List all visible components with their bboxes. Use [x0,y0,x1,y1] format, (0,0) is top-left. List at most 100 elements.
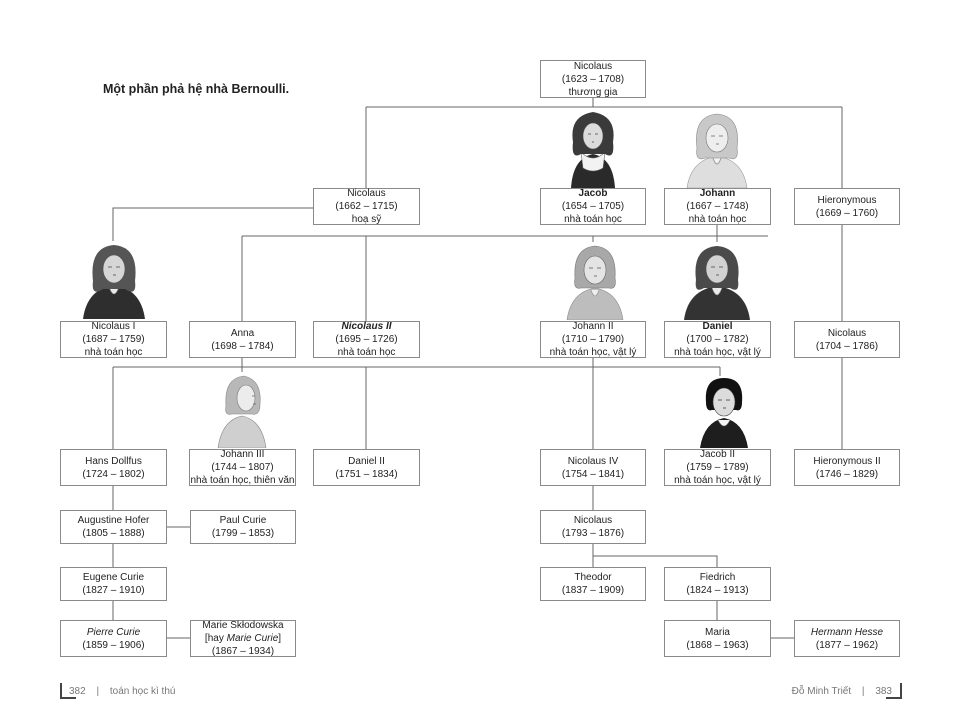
node-nicolaus-1793: Nicolaus (1793 – 1876) [540,510,646,544]
jacob-portrait [567,108,619,188]
node-jacob: Jacob (1654 – 1705) nhà toán học [540,188,646,225]
node-johann-ii: Johann II (1710 – 1790) nhà toán học, vậ… [540,321,646,358]
person-years: (1824 – 1913) [686,585,749,596]
node-marie-sklodowska: Marie Skłodowska [hay Marie Curie] (1867… [190,620,296,657]
node-nicolaus-1704: Nicolaus (1704 – 1786) [794,321,900,358]
node-johann-iii: Johann III (1744 – 1807) nhà toán học, t… [189,449,296,486]
footer-right: Đỗ Minh Triết | 383 [791,686,892,697]
person-years: (1669 – 1760) [815,207,879,219]
person-name: Johann II [572,321,614,332]
person-name: Nicolaus II [341,321,392,332]
person-years: (1746 – 1829) [815,468,879,480]
person-name: Nicolaus [827,327,867,339]
person-role: hoạ sỹ [351,214,382,225]
person-years: (1754 – 1841) [561,468,625,480]
node-pierre-curie: Pierre Curie (1859 – 1906) [60,620,167,657]
footer-left: 382 | toán học kì thú [69,686,176,697]
book-title: toán học kì thú [109,686,176,697]
person-years: (1827 – 1910) [82,585,145,596]
person-name: Maria [704,626,730,638]
person-name: Johann III [220,449,265,460]
person-role: nhà toán học, vật lý [549,347,637,358]
person-role: nhà toán học, vật lý [674,347,761,358]
person-name: Jacob II [699,449,736,460]
node-fiedrich: Fiedrich (1824 – 1913) [664,567,771,601]
page-number-left: 382 [69,686,86,697]
person-role: nhà toán học, thiên văn [190,475,295,486]
person-name: Nicolaus [347,188,386,199]
alias-name: Marie Curie [226,633,279,644]
node-hieronymous: Hieronymous (1669 – 1760) [794,188,900,225]
node-anna: Anna (1698 – 1784) [189,321,296,358]
person-years: (1744 – 1807) [211,462,274,473]
connector [593,555,718,567]
person-name: Hermann Hesse [810,626,884,638]
johann-ii-portrait [565,242,625,320]
node-maria: Maria (1868 – 1963) [664,620,771,657]
person-role: nhà toán học [688,214,747,225]
page-title: Một phần phả hệ nhà Bernoulli. [103,82,290,96]
node-nicolaus-1662: Nicolaus (1662 – 1715) hoạ sỹ [313,188,420,225]
person-role: nhà toán học [337,347,396,358]
person-role: nhà toán học, vật lý [674,475,761,486]
person-years: (1623 – 1708) [561,73,625,85]
person-years: (1700 – 1782) [686,334,749,345]
person-years: (1793 – 1876) [561,528,625,539]
footer-corner-right [886,683,902,699]
person-years: (1695 – 1726) [335,334,398,345]
person-years: (1867 – 1934) [211,646,275,657]
person-years: (1759 – 1789) [686,462,749,473]
node-eugene-curie: Eugene Curie (1827 – 1910) [60,567,167,601]
person-name: Hans Dollfus [85,455,142,467]
person-years: (1805 – 1888) [82,528,145,539]
person-name: Paul Curie [219,515,267,526]
person-name: Anna [230,327,255,339]
person-name: Daniel II [348,455,385,467]
node-augustine-hofer: Augustine Hofer (1805 – 1888) [60,510,167,544]
person-name: Nicolaus [573,60,613,72]
person-name: Hieronymous II [813,455,881,467]
person-years: (1868 – 1963) [686,639,749,651]
person-name: Nicolaus I [91,321,136,332]
node-nicolaus-1623: Nicolaus (1623 – 1708) thương gia [540,60,646,98]
node-johann: Johann (1667 – 1748) nhà toán học [664,188,771,225]
node-nicolaus-ii: Nicolaus II (1695 – 1726) nhà toán học [313,321,420,358]
person-years: (1724 – 1802) [82,468,145,480]
person-years: (1667 – 1748) [686,201,749,212]
person-name: Eugene Curie [82,572,145,583]
node-hermann-hesse: Hermann Hesse (1877 – 1962) [794,620,900,657]
person-name: Pierre Curie [86,626,141,638]
node-theodor: Theodor (1837 – 1909) [540,567,646,601]
alias-open: [hay [204,633,227,644]
person-years: (1710 – 1790) [561,334,625,345]
person-years: (1698 – 1784) [211,340,274,352]
person-years: (1704 – 1786) [815,340,879,352]
person-role: thương gia [568,86,618,98]
johann-portrait [683,108,751,188]
alias-close: ] [278,633,282,644]
nicolaus-i-portrait [81,241,147,319]
daniel-portrait [682,242,752,320]
person-name: Augustine Hofer [77,515,150,526]
node-jacob-ii: Jacob II (1759 – 1789) nhà toán học, vật… [664,449,771,486]
person-name: Daniel [702,321,733,332]
node-nicolaus-i: Nicolaus I (1687 – 1759) nhà toán học [60,321,167,358]
person-role: nhà toán học [84,347,143,358]
person-name: Hieronymous [817,194,877,206]
page-number-right: 383 [875,686,892,697]
person-role: nhà toán học [564,214,622,225]
person-name: Nicolaus IV [567,455,619,467]
person-name: Marie Skłodowska [202,620,284,631]
footer-corner-left [60,683,76,699]
person-years: (1662 – 1715) [335,201,398,212]
person-years: (1687 – 1759) [82,334,145,345]
person-years: (1859 – 1906) [82,639,145,651]
johann-iii-portrait [216,372,268,448]
node-hans-dollfus: Hans Dollfus (1724 – 1802) [60,449,167,486]
author-name: Đỗ Minh Triết [791,686,852,697]
node-daniel: Daniel (1700 – 1782) nhà toán học, vật l… [664,321,771,358]
connector [112,207,313,245]
person-alias: [hay Marie Curie] [205,632,281,645]
person-name: Johann [699,188,736,199]
